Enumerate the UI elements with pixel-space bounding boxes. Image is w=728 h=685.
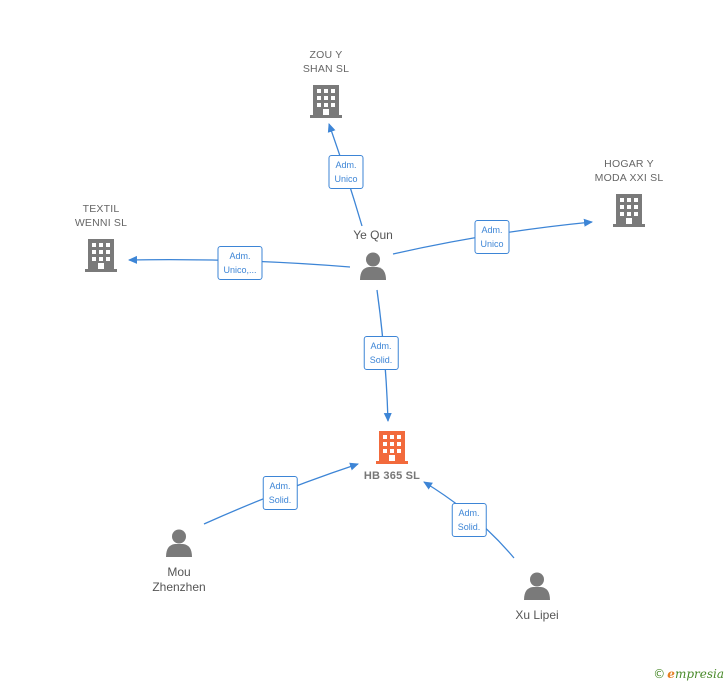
relation-label-yequn-zou[interactable]: Adm. Unico: [328, 155, 364, 189]
building-icon-zou[interactable]: [310, 85, 342, 118]
relation-label-yequn-textil[interactable]: Adm. Unico,...: [217, 246, 263, 280]
brand-initial: e: [667, 667, 675, 681]
building-icon-hogar[interactable]: [613, 194, 645, 227]
node-label-yequn[interactable]: Ye Qun: [353, 228, 393, 242]
node-label-hb[interactable]: HB 365 SL: [363, 470, 421, 482]
relation-label-mou-hb[interactable]: Adm. Solid.: [262, 476, 298, 510]
node-label-xu[interactable]: Xu Lipei: [515, 608, 559, 622]
building-icon-textil[interactable]: [85, 239, 117, 272]
building-icon-hb[interactable]: [376, 431, 408, 464]
person-icon-xu[interactable]: [524, 572, 550, 601]
empresia-logo: ©empresia: [653, 667, 724, 681]
brand-name: mpresia: [674, 667, 724, 681]
copyright-symbol: ©: [653, 667, 666, 681]
node-label-hogar[interactable]: HOGAR Y MODA XXI SL: [594, 158, 664, 184]
node-label-textil[interactable]: TEXTIL WENNI SL: [74, 203, 128, 229]
person-icon-yequn[interactable]: [360, 252, 386, 281]
relation-label-xu-hb[interactable]: Adm. Solid.: [451, 503, 487, 537]
node-label-zou[interactable]: ZOU Y SHAN SL: [302, 49, 350, 75]
person-icon-mou[interactable]: [166, 529, 192, 558]
node-label-mou[interactable]: Mou Zhenzhen: [152, 565, 206, 594]
relation-label-yequn-hogar[interactable]: Adm. Unico: [474, 220, 510, 254]
relation-label-yequn-hb[interactable]: Adm. Solid.: [363, 336, 399, 370]
